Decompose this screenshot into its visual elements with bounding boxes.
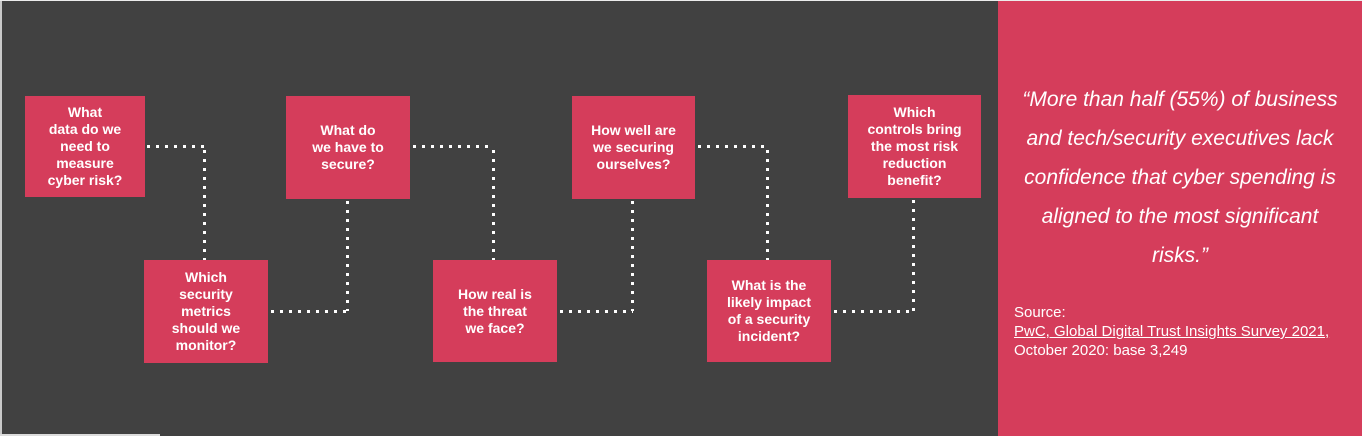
slide-left-border [0,0,2,436]
question-box-what-to-secure: What do we have to secure? [286,96,410,199]
question-box-incident-impact: What is the likely impact of a security … [707,260,831,362]
question-box-securing-ourselves: How well are we securing ourselves? [572,96,695,199]
question-box-threat-we-face: How real is the threat we face? [433,260,557,362]
question-box-label: How real is the threat we face? [458,285,532,336]
connector-3-horizontal-dotted-line [413,145,494,148]
connector-6-horizontal-dotted-line [834,310,914,313]
question-box-measure-cyber-risk: What data do we need to measure cyber ri… [25,96,145,197]
connector-1-horizontal-dotted-line [147,145,205,148]
connector-4-vertical-dotted-line [631,201,634,311]
question-box-security-metrics: Which security metrics should we monitor… [144,260,268,363]
question-box-risk-reduction-controls: Which controls bring the most risk reduc… [848,95,981,198]
connector-6-vertical-dotted-line [912,200,915,311]
question-box-label: Which security metrics should we monitor… [171,269,241,353]
connector-5-horizontal-dotted-line [698,145,768,148]
question-box-label: What data do we need to measure cyber ri… [47,104,123,188]
source-label: Source: [1014,304,1066,321]
connector-1-vertical-dotted-line [203,150,206,260]
question-box-label: What do we have to secure? [312,122,384,172]
slide-bottom-border [0,434,160,436]
question-box-label: What is the likely impact of a security … [726,277,812,344]
source-link[interactable]: PwC, Global Digital Trust Insights Surve… [1014,323,1330,340]
slide-top-border [0,0,1362,1]
source-block: Source: PwC, Global Digital Trust Insigh… [1014,303,1354,360]
connector-4-horizontal-dotted-line [560,310,633,313]
quote-text: “More than half (55%) of business and te… [1022,88,1338,267]
question-box-label: Which controls bring the most risk reduc… [867,104,962,188]
quote-panel: “More than half (55%) of business and te… [998,0,1362,436]
connector-5-vertical-dotted-line [766,150,769,260]
question-box-label: How well are we securing ourselves? [591,122,676,172]
source-detail: October 2020: base 3,249 [1014,342,1188,359]
connector-2-horizontal-dotted-line [271,310,347,313]
connector-3-vertical-dotted-line [492,150,495,260]
connector-2-vertical-dotted-line [346,201,349,311]
